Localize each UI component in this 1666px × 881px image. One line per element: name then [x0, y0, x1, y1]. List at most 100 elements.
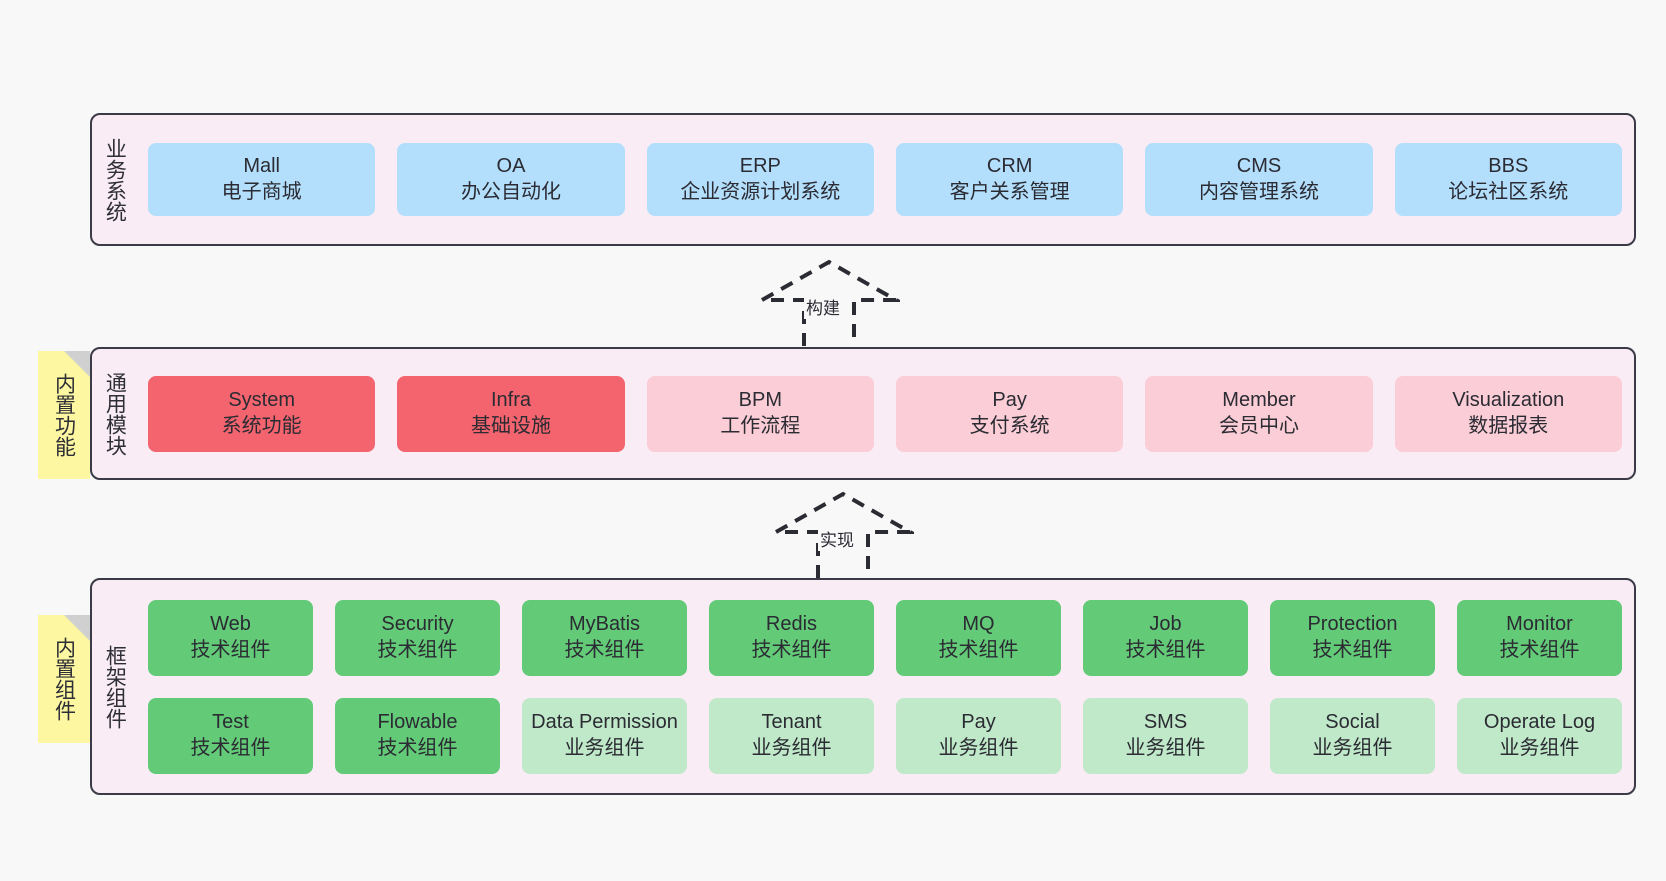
node-subtitle: 企业资源计划系统 [680, 180, 841, 203]
node-title: MyBatis [568, 612, 641, 635]
node-subtitle: 技术组件 [190, 736, 271, 759]
layer-framework-components: 框架组件 Web 技术组件 Security 技术组件 MyBatis 技术组件… [90, 578, 1636, 795]
node-title: Member [1222, 388, 1296, 411]
node-infra[interactable]: Infra 基础设施 [397, 375, 625, 452]
node-title: Mall [243, 154, 280, 177]
node-subtitle: 内容管理系统 [1198, 180, 1319, 203]
node-tenant[interactable]: Tenant 业务组件 [709, 697, 874, 774]
node-title: Tenant [761, 710, 822, 733]
node-subtitle: 数据报表 [1468, 414, 1549, 437]
node-crm[interactable]: CRM 客户关系管理 [895, 143, 1124, 216]
node-title: MQ [962, 612, 995, 635]
node-subtitle: 业务组件 [564, 736, 645, 759]
node-subtitle: 技术组件 [1499, 638, 1580, 661]
layer-body-framework-components: Web 技术组件 Security 技术组件 MyBatis 技术组件 Redi… [136, 580, 1634, 793]
layer-title-business-systems: 业务系统 [103, 137, 127, 222]
node-title: CRM [986, 154, 1033, 177]
node-pay[interactable]: Pay 支付系统 [895, 375, 1124, 452]
node-security[interactable]: Security 技术组件 [335, 599, 500, 676]
layer-row: System 系统功能 Infra 基础设施 BPM 工作流程 Pay 支付系统… [148, 375, 1622, 452]
node-job[interactable]: Job 技术组件 [1083, 599, 1248, 676]
note-builtin-components: 内置组件 [38, 615, 90, 743]
node-mq[interactable]: MQ 技术组件 [896, 599, 1061, 676]
node-subtitle: 基础设施 [470, 414, 551, 437]
node-subtitle: 论坛社区系统 [1448, 180, 1569, 203]
node-bpm[interactable]: BPM 工作流程 [646, 375, 874, 452]
node-test[interactable]: Test 技术组件 [148, 697, 313, 774]
layer-body-common-modules: System 系统功能 Infra 基础设施 BPM 工作流程 Pay 支付系统… [136, 349, 1634, 478]
node-subtitle: 业务组件 [751, 736, 832, 759]
node-subtitle: 技术组件 [377, 736, 458, 759]
note-fold-corner-icon [64, 615, 90, 641]
node-subtitle: 技术组件 [1125, 638, 1206, 661]
arrow-implement-label: 实现 [818, 526, 856, 551]
layer-title-framework-components: 框架组件 [103, 644, 127, 729]
note-label: 内置功能 [52, 373, 76, 457]
node-title: Security [381, 612, 454, 635]
node-title: Flowable [377, 710, 458, 733]
node-title: BPM [738, 388, 782, 411]
layer-row: Test 技术组件 Flowable 技术组件 Data Permission … [148, 697, 1622, 774]
note-fold-corner-icon [64, 351, 90, 377]
node-title: Web [210, 612, 251, 635]
node-redis[interactable]: Redis 技术组件 [709, 599, 874, 676]
arrow-implement: 实现 [772, 490, 914, 578]
node-sms[interactable]: SMS 业务组件 [1083, 697, 1248, 774]
node-visualization[interactable]: Visualization 数据报表 [1394, 375, 1622, 452]
layer-row: Mall 电子商城 OA 办公自动化 ERP 企业资源计划系统 CRM 客户关系… [148, 143, 1622, 216]
node-title: SMS [1143, 710, 1188, 733]
layer-row: Web 技术组件 Security 技术组件 MyBatis 技术组件 Redi… [148, 599, 1622, 676]
node-title: BBS [1488, 154, 1529, 177]
node-mybatis[interactable]: MyBatis 技术组件 [522, 599, 687, 676]
node-data-permission[interactable]: Data Permission 业务组件 [522, 697, 687, 774]
node-bbs[interactable]: BBS 论坛社区系统 [1394, 143, 1622, 216]
node-operate-log[interactable]: Operate Log 业务组件 [1457, 697, 1622, 774]
node-subtitle: 技术组件 [564, 638, 645, 661]
layer-common-modules: 通用模块 System 系统功能 Infra 基础设施 BPM 工作流程 Pay… [90, 347, 1636, 480]
node-subtitle: 技术组件 [377, 638, 458, 661]
node-subtitle: 业务组件 [1125, 736, 1206, 759]
node-title: Visualization [1452, 388, 1565, 411]
node-subtitle: 办公自动化 [460, 180, 561, 203]
node-title: Job [1149, 612, 1182, 635]
node-subtitle: 技术组件 [190, 638, 271, 661]
node-title: System [228, 388, 295, 411]
node-subtitle: 电子商城 [221, 180, 302, 203]
node-system[interactable]: System 系统功能 [148, 375, 376, 452]
node-title: OA [496, 154, 526, 177]
node-monitor[interactable]: Monitor 技术组件 [1457, 599, 1622, 676]
layer-title-common-modules: 通用模块 [103, 371, 127, 456]
node-subtitle: 技术组件 [751, 638, 832, 661]
layer-business-systems: 业务系统 Mall 电子商城 OA 办公自动化 ERP 企业资源计划系统 CRM… [90, 113, 1636, 246]
note-builtin-features: 内置功能 [38, 351, 90, 479]
node-subtitle: 业务组件 [1499, 736, 1580, 759]
arrow-build-label: 构建 [804, 294, 842, 319]
node-cms[interactable]: CMS 内容管理系统 [1145, 143, 1373, 216]
node-subtitle: 系统功能 [221, 414, 302, 437]
node-title: Data Permission [531, 710, 678, 733]
node-protection[interactable]: Protection 技术组件 [1270, 599, 1435, 676]
node-title: Operate Log [1483, 710, 1596, 733]
node-erp[interactable]: ERP 企业资源计划系统 [646, 143, 874, 216]
node-web[interactable]: Web 技术组件 [148, 599, 313, 676]
node-title: Pay [961, 710, 996, 733]
node-member[interactable]: Member 会员中心 [1145, 375, 1373, 452]
node-title: Test [212, 710, 249, 733]
node-subtitle: 业务组件 [938, 736, 1019, 759]
node-subtitle: 会员中心 [1218, 414, 1299, 437]
node-pay-component[interactable]: Pay 业务组件 [896, 697, 1061, 774]
node-title: Infra [490, 388, 531, 411]
layer-body-business-systems: Mall 电子商城 OA 办公自动化 ERP 企业资源计划系统 CRM 客户关系… [136, 115, 1634, 244]
node-subtitle: 业务组件 [1312, 736, 1393, 759]
node-title: CMS [1236, 154, 1282, 177]
node-mall[interactable]: Mall 电子商城 [148, 143, 376, 216]
node-title: Social [1325, 710, 1380, 733]
node-subtitle: 技术组件 [938, 638, 1019, 661]
node-subtitle: 客户关系管理 [949, 180, 1070, 203]
node-subtitle: 工作流程 [720, 414, 801, 437]
node-oa[interactable]: OA 办公自动化 [397, 143, 625, 216]
node-social[interactable]: Social 业务组件 [1270, 697, 1435, 774]
node-flowable[interactable]: Flowable 技术组件 [335, 697, 500, 774]
node-title: Protection [1307, 612, 1398, 635]
